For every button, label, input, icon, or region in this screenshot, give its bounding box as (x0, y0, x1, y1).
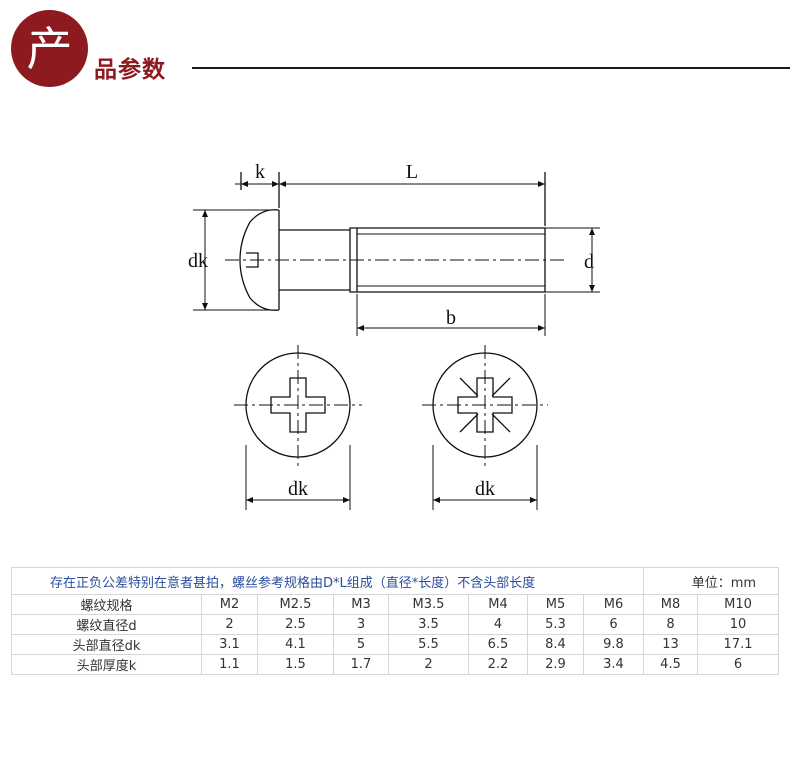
table-cell: 5.5 (388, 634, 469, 655)
section-header: 产 品参数 (0, 0, 790, 95)
table-cell: 8.4 (527, 634, 584, 655)
pozi-tick-marks (459, 377, 511, 433)
row-label: 头部厚度k (11, 654, 202, 675)
table-row: 头部厚度k 1.1 1.5 1.7 2 2.2 2.9 3.4 4.5 6 (11, 654, 780, 675)
table-cell: 2.5 (257, 614, 334, 635)
label-dk-head2: dk (475, 478, 495, 500)
table-row: 头部直径dk 3.1 4.1 5 5.5 6.5 8.4 9.8 13 17.1 (11, 634, 780, 655)
table-cell: M2 (201, 594, 258, 615)
table-cell: 3.5 (388, 614, 469, 635)
table-note-row: 存在正负公差特别在意者甚拍，螺丝参考规格由D*L组成（直径*长度）不含头部长度 … (10, 567, 780, 595)
table-cell: 1.5 (257, 654, 334, 675)
table-cell: M5 (527, 594, 584, 615)
row-label: 螺纹规格 (11, 594, 202, 615)
table-cell: M8 (643, 594, 699, 615)
table-cell: 5.3 (527, 614, 584, 635)
label-L: L (406, 161, 418, 183)
table-cell: 8 (643, 614, 699, 635)
table-cell: 4.5 (643, 654, 699, 675)
table-cell: M4 (468, 594, 528, 615)
table-cell: 3 (333, 614, 389, 635)
table-cell: M3 (333, 594, 389, 615)
table-cell: 6.5 (468, 634, 528, 655)
pozi-recess (457, 377, 513, 433)
table-cell: 10 (697, 614, 780, 635)
table-row: 螺纹规格 M2 M2.5 M3 M3.5 M4 M5 M6 M8 M10 (11, 594, 780, 615)
table-cell: 1.1 (201, 654, 258, 675)
label-dk-head1: dk (288, 478, 308, 500)
badge-char: 产 (26, 21, 73, 76)
table-cell: 13 (643, 634, 699, 655)
table-cell: 5 (333, 634, 389, 655)
table-cell: 3.4 (582, 654, 645, 675)
table-cell: M3.5 (388, 594, 469, 615)
tolerance-note: 存在正负公差特别在意者甚拍，螺丝参考规格由D*L组成（直径*长度）不含头部长度 (10, 567, 645, 595)
table-cell: 6 (697, 654, 780, 675)
phillips-recess-1 (270, 377, 326, 433)
table-cell: 4 (468, 614, 528, 635)
table-cell: 9.8 (582, 634, 645, 655)
table-cell: 2.2 (468, 654, 528, 675)
unit-label: 单位：mm (643, 567, 780, 595)
table-cell: M10 (697, 594, 780, 615)
screw-technical-drawing: k L dk d b dk dk (0, 150, 790, 530)
table-cell: 4.1 (257, 634, 334, 655)
table-cell: 6 (582, 614, 645, 635)
header-divider (192, 67, 790, 69)
d-arrows (589, 228, 595, 292)
screw-neck (278, 229, 350, 291)
table-cell: 2 (388, 654, 469, 675)
table-cell: 2.9 (527, 654, 584, 675)
table-cell: M6 (582, 594, 645, 615)
label-d: d (584, 251, 594, 273)
label-b: b (446, 307, 456, 329)
label-k: k (255, 161, 265, 183)
row-label: 螺纹直径d (11, 614, 202, 635)
spec-table: 存在正负公差特别在意者甚拍，螺丝参考规格由D*L组成（直径*长度）不含头部长度 … (10, 567, 780, 675)
drawing-svg: k L dk d b dk dk (188, 161, 600, 510)
table-cell: 3.1 (201, 634, 258, 655)
table-cell: M2.5 (257, 594, 334, 615)
section-title: 品参数 (94, 57, 166, 83)
section-badge: 产 (11, 10, 88, 87)
table-cell: 17.1 (697, 634, 780, 655)
table-cell: 2 (201, 614, 258, 635)
table-row: 螺纹直径d 2 2.5 3 3.5 4 5.3 6 8 10 (11, 614, 780, 635)
table-cell: 1.7 (333, 654, 389, 675)
label-dk-side: dk (188, 250, 208, 272)
row-label: 头部直径dk (11, 634, 202, 655)
